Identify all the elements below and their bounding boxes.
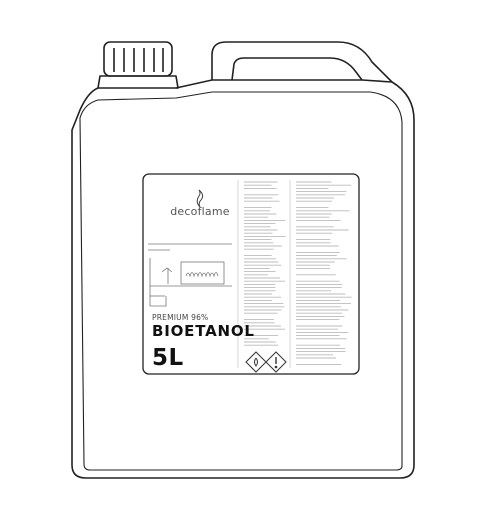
flammable-hazard-icon [245, 351, 267, 373]
product-volume: 5L [152, 345, 184, 371]
product-name: BIOETANOL [152, 322, 255, 340]
handle [211, 41, 393, 83]
product-grade: PREMIUM 96% [152, 313, 209, 322]
fireplace-illustration [148, 243, 232, 307]
canister-body [71, 79, 415, 479]
flame-logo-icon [196, 189, 204, 208]
exclamation-hazard-icon [265, 351, 287, 373]
brand-name: decoflame [170, 205, 230, 218]
label-panel [142, 173, 360, 375]
